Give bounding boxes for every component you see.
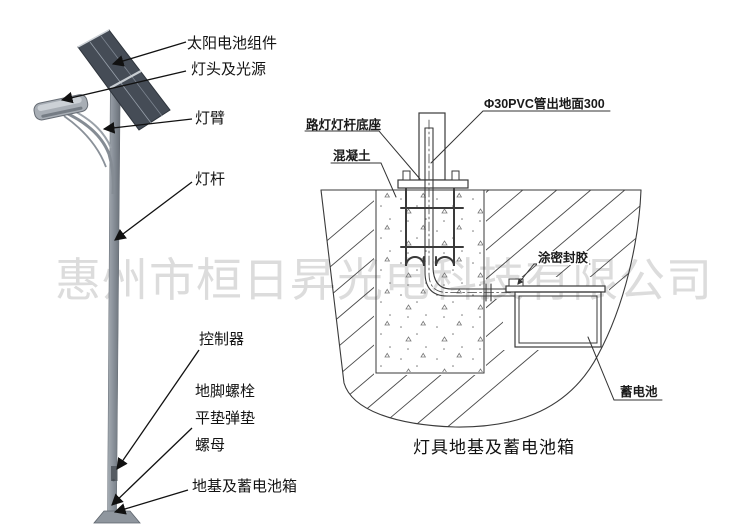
label-anchor-bolt: 地脚螺栓 [195,383,256,400]
photo-callout-arrows [60,41,200,515]
bolt-nut-right [451,170,460,181]
concrete-block [375,189,485,374]
label-pole-base: 路灯灯杆底座 [306,118,382,132]
label-nut: 螺母 [195,437,226,454]
foundation-section [77,110,749,453]
lamp-head [33,94,89,121]
label-battery: 蓄电池 [620,385,658,399]
section-caption: 灯具地基及蓄电池箱 [413,438,575,457]
label-lamp-arm: 灯臂 [195,110,226,127]
bolt-nut-left [402,170,411,181]
battery-box-lid [505,285,606,293]
label-lamp-head: 灯头及光源 [191,61,267,78]
anchor-bolts [400,171,464,267]
pole-access-door [111,466,118,481]
label-pole: 灯杆 [195,171,226,188]
lamp-arm [63,107,115,195]
label-foundation-box: 地基及蓄电池箱 [192,478,298,495]
solar-panel [77,29,171,131]
excavation-pit-outline [320,189,642,428]
streetlight-photo [33,29,200,524]
battery-box [505,278,606,348]
label-washers: 平垫弹垫 [195,410,256,427]
pole-base-flange [93,510,141,524]
label-pvc-pipe: Φ30PVC管出地面300 [484,97,605,111]
label-controller: 控制器 [199,331,245,348]
pipe-centerline [428,119,513,293]
label-sealant: 涂密封胶 [537,251,590,265]
label-solar-module: 太阳电池组件 [187,35,278,52]
pole-rivet [112,478,115,482]
label-concrete: 混凝土 [333,149,371,163]
pole-section [418,112,446,181]
